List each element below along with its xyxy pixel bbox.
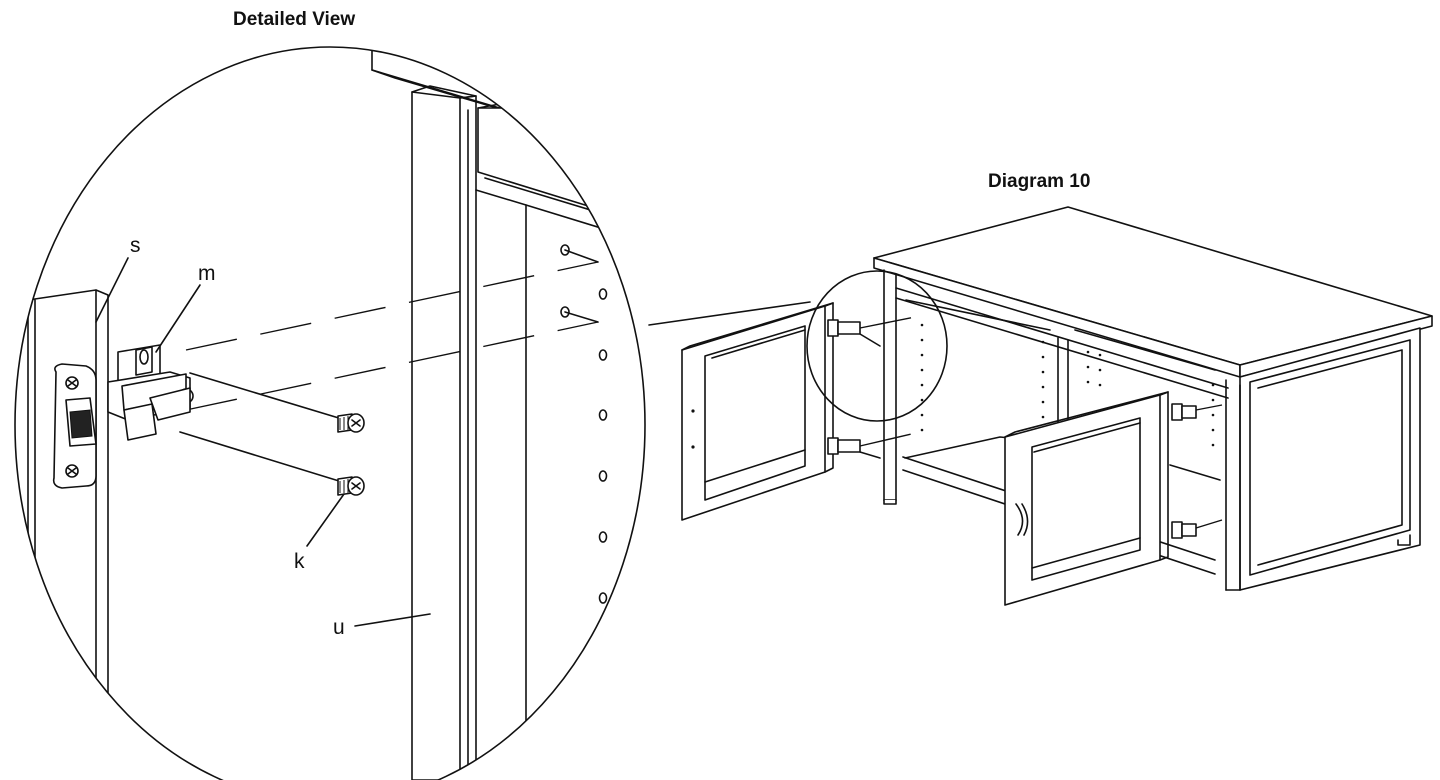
detail-circle [14, 46, 646, 780]
right-door-hinges [1171, 403, 1223, 539]
detail-connector [648, 301, 811, 326]
callout-m: m [198, 262, 216, 285]
shelf-pin-holes [560, 244, 608, 604]
diagram-number-title: Diagram 10 [988, 171, 1090, 192]
detail-view-title: Detailed View [233, 9, 355, 30]
screw-k-upper [337, 413, 365, 433]
callout-s: s [130, 234, 141, 257]
hinge-cup-plate [52, 363, 97, 489]
hinge-arm [107, 344, 194, 441]
left-door [681, 302, 834, 521]
detail-view: s m k u [14, 46, 646, 780]
cabinet-assembly [681, 206, 1433, 606]
callout-u: u [333, 616, 345, 639]
screw-k-lower [337, 476, 365, 496]
callout-k: k [294, 550, 305, 573]
left-door-hinges [827, 315, 921, 459]
right-door [1004, 391, 1169, 606]
magnifier-circle [806, 270, 948, 422]
cabinet-pin-holes [920, 323, 1215, 447]
